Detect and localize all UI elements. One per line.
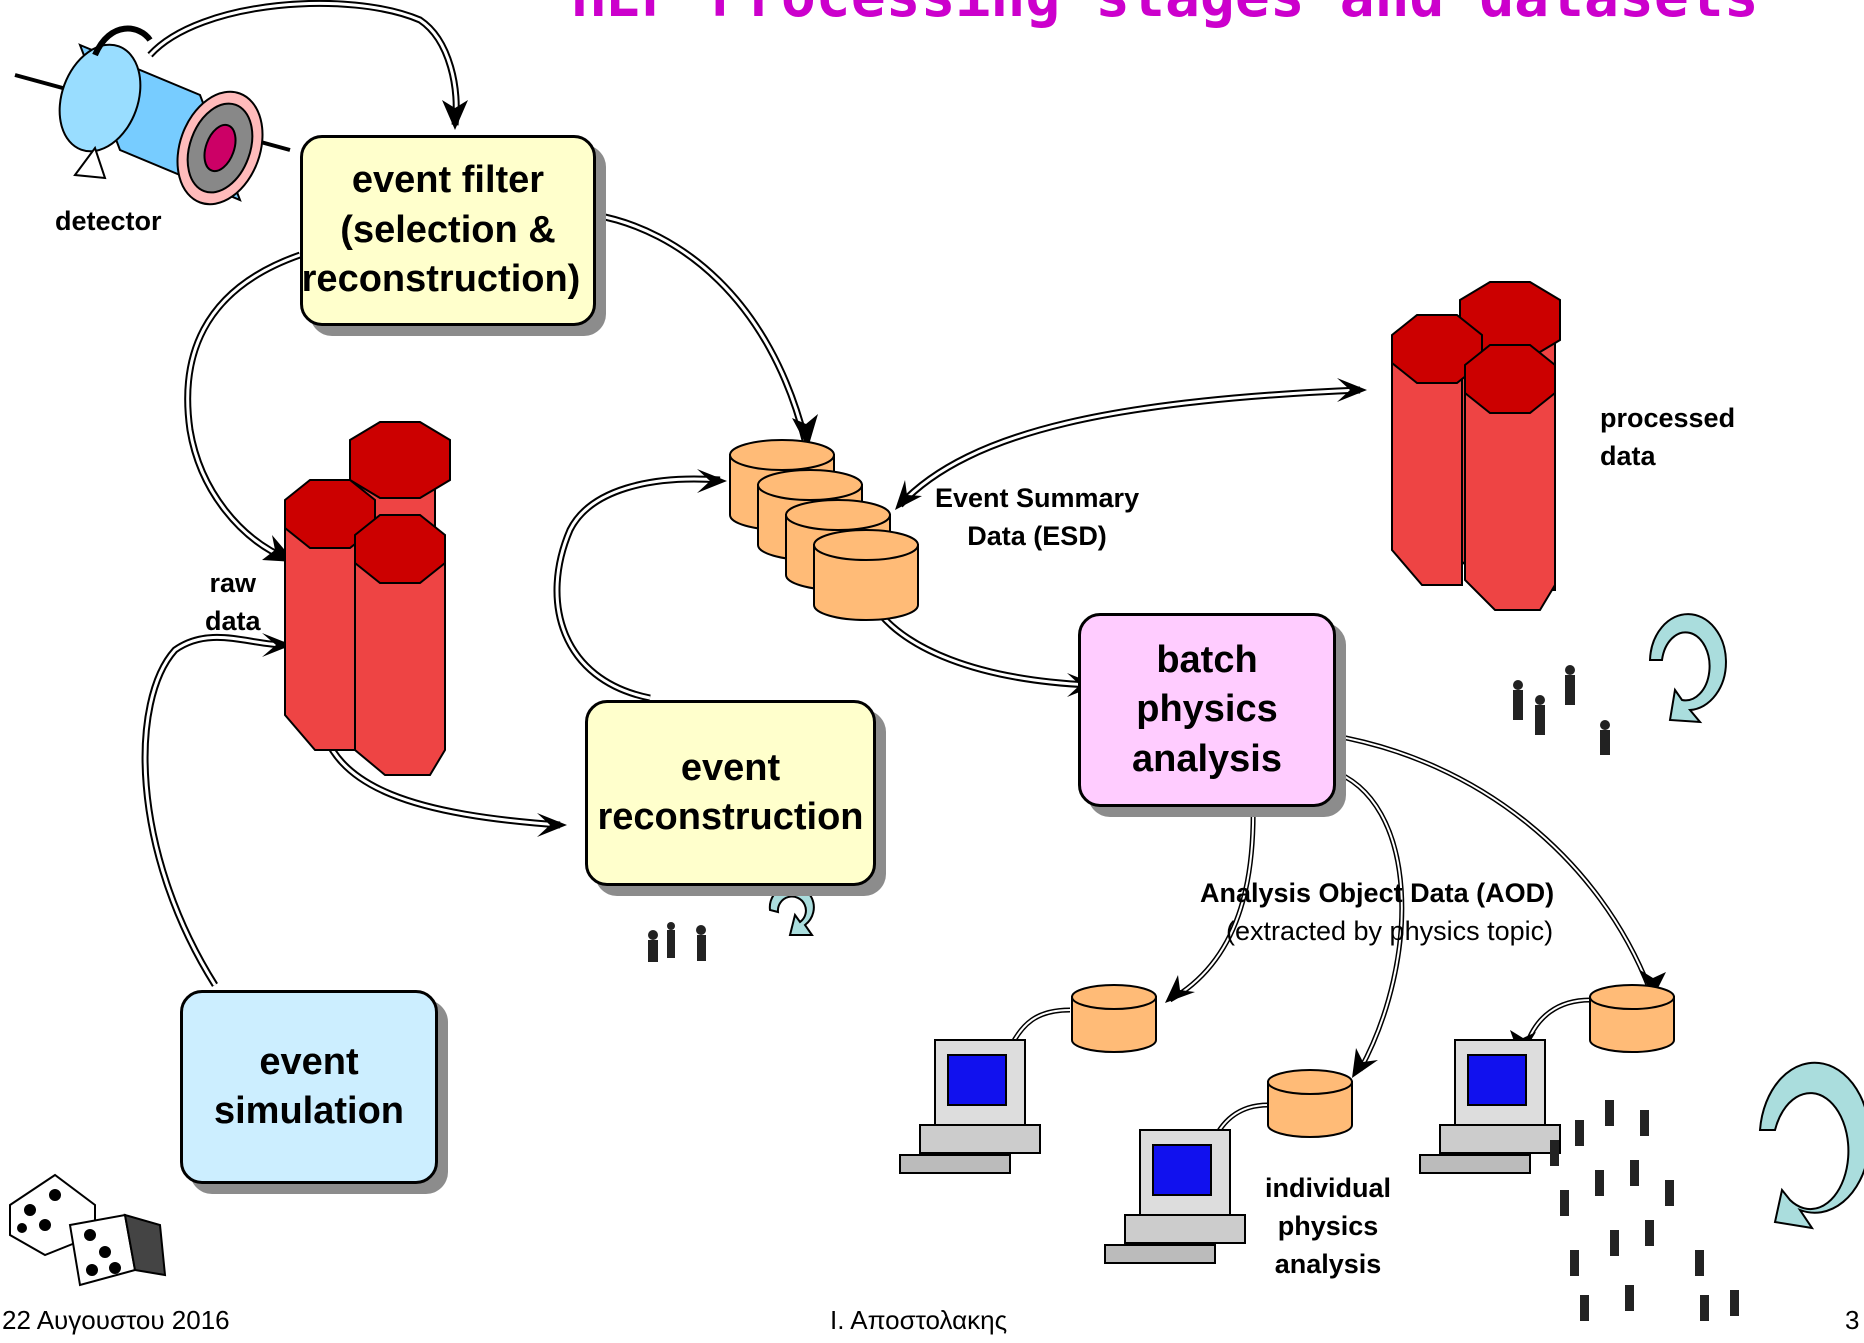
box-line: physics <box>1136 688 1278 731</box>
box-line: batch <box>1156 638 1258 681</box>
box-line: reconstruction <box>597 796 864 838</box>
footer-page-number: 3 <box>1845 1305 1860 1335</box>
arrow-filter-to-esd <box>594 211 809 441</box>
aod-subtitle: (extracted by physics topic) <box>1225 915 1554 946</box>
box-line: reconstruction) <box>301 258 581 301</box>
box-line: analysis <box>1132 737 1282 780</box>
people-icons <box>648 665 1739 1321</box>
footer-date: 22 Αυγουστου 2016 <box>2 1305 230 1335</box>
batch-analysis-box: batch physics analysis <box>1078 613 1336 807</box>
label-line: raw <box>209 568 257 598</box>
detector-graphic <box>14 25 291 206</box>
label-line: data <box>205 605 261 636</box>
esd-label: Event Summary Data (ESD) <box>935 480 1139 556</box>
box-line: event filter <box>351 159 545 202</box>
computer-icons <box>899 1039 1561 1264</box>
footer-author: Ι. Αποστολακης <box>830 1305 1008 1335</box>
box-line: (selection & <box>340 208 556 251</box>
aod-line-3 <box>1329 732 1653 991</box>
label-line: individual <box>1265 1173 1392 1203</box>
aod-label: Analysis Object Data (AOD) (extracted by… <box>1200 875 1554 951</box>
label-line: Data (ESD) <box>967 520 1107 551</box>
aod-title: Analysis Object Data (AOD) <box>1200 878 1555 908</box>
label-line: data <box>1600 440 1656 471</box>
label-line: analysis <box>1274 1248 1382 1279</box>
raw-data-label: raw data <box>205 565 261 641</box>
cycle-icons <box>768 613 1864 1230</box>
arrow-simulation-to-raw <box>141 633 286 987</box>
label-line: Event Summary <box>935 483 1140 513</box>
esd-cylinder-stack <box>729 439 919 621</box>
page-title: HEP Processing stages and datasets <box>470 0 1860 30</box>
box-line: event <box>680 746 781 789</box>
processed-data-towers <box>1391 281 1561 611</box>
arrow-filter-to-raw <box>184 251 302 564</box>
event-simulation-box: event simulation <box>180 990 438 1184</box>
event-reconstruction-box: event reconstruction <box>585 700 876 886</box>
label-line: processed <box>1600 403 1736 433</box>
aod-cylinders <box>1071 984 1675 1138</box>
raw-data-towers <box>284 421 451 776</box>
detector-label: detector <box>55 206 162 236</box>
box-line: simulation <box>213 1090 405 1132</box>
individual-analysis-label: individual physics analysis <box>1265 1170 1391 1283</box>
processed-data-label: processed data <box>1600 400 1735 476</box>
box-line: event <box>259 1040 359 1083</box>
event-filter-box: event filter (selection & reconstruction… <box>300 135 596 326</box>
dice-icon <box>9 1173 167 1287</box>
label-line: physics <box>1277 1210 1379 1241</box>
